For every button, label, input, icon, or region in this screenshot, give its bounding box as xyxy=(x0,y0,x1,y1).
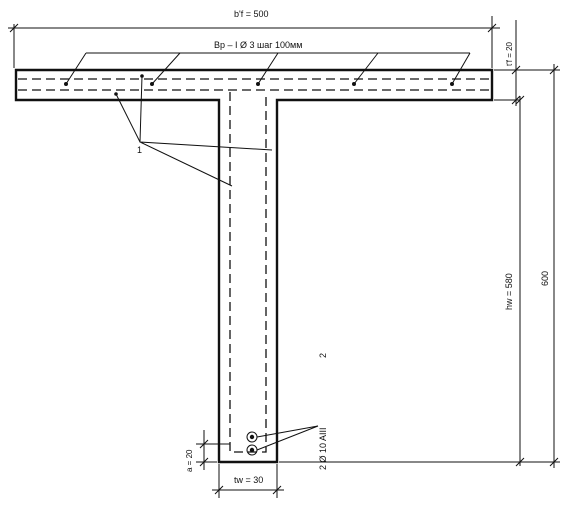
flange-width-dimension xyxy=(8,16,500,68)
flange-thickness-label: t'f = 20 xyxy=(505,41,514,66)
mesh-note-label: Bp – I Ø 3 шаг 100мм xyxy=(214,40,302,50)
leader-number-label: 1 xyxy=(137,145,142,155)
t-section-outline xyxy=(14,68,494,464)
cover-dimension xyxy=(196,430,230,470)
leader-1-lines xyxy=(115,75,273,187)
web-width-label: tw = 30 xyxy=(234,475,263,485)
rebar-core xyxy=(249,434,255,440)
web-height-label: hw = 580 xyxy=(504,273,514,310)
rebar-core xyxy=(249,447,255,453)
web-height-dimension xyxy=(279,96,560,466)
cover-label: a = 20 xyxy=(185,449,194,472)
total-height-label: 600 xyxy=(540,271,550,286)
web-width-dimension xyxy=(212,464,284,498)
mesh-note-leader xyxy=(65,52,471,85)
flange-thickness-dimension xyxy=(494,20,560,106)
flange-width-label: b'f = 500 xyxy=(234,9,269,19)
web-stirrup xyxy=(229,92,267,453)
rebar-note-label: 2 Ø 10 AIII xyxy=(318,427,328,470)
rebar-position-label: 2 xyxy=(318,353,328,358)
rebar-leader xyxy=(256,425,319,451)
